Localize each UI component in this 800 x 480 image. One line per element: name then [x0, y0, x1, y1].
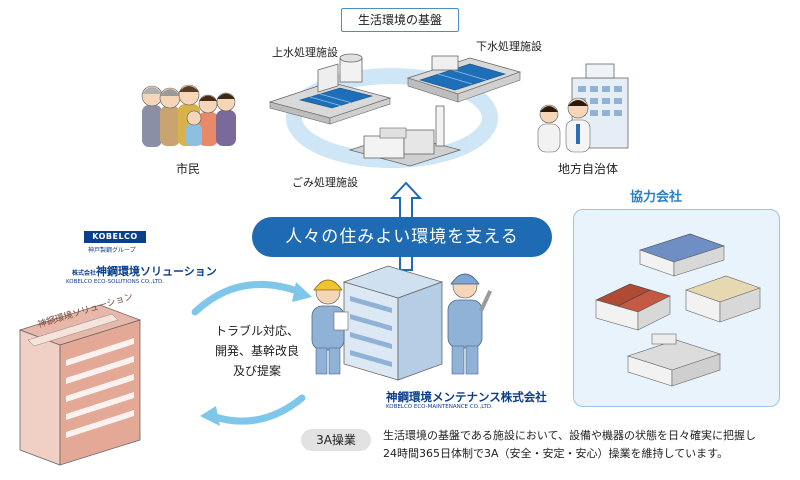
partner-companies-title: 協力会社 — [630, 190, 683, 205]
3a-operation-tag: 3A操業 — [301, 429, 371, 451]
kobelco-logo: KOBELCO — [84, 231, 146, 243]
partner-factory-3-illustration — [685, 275, 761, 323]
support-line-3: 及び提案 — [232, 364, 281, 378]
eco-solutions-building-illustration — [18, 304, 142, 466]
eco-solutions-name-text: 神鋼環境ソリューション — [96, 265, 217, 278]
partner-factory-4-illustration — [627, 333, 721, 387]
eco-solutions-english-name: KOBELCO ECO-SOLUTIONS CO.,LTD. — [66, 279, 165, 285]
water-supply-plant-illustration — [268, 53, 392, 125]
cycle-arrows — [191, 280, 312, 426]
kobelco-group-text: 神戸製鋼グループ — [88, 247, 136, 254]
operation-description: 生活環境の基盤である施設において、設備や機器の状態を日々確実に把握し 24時間3… — [383, 427, 795, 463]
sewage-plant-illustration — [406, 55, 522, 103]
sewage-label: 下水処理施設 — [476, 40, 542, 53]
living-foundation-title: 生活環境の基盤 — [341, 8, 459, 32]
maintenance-company-english-name: KOBELCO ECO-MAINTENANCE CO.,LTD. — [386, 404, 493, 410]
partner-factory-2-illustration — [595, 283, 671, 331]
worker-right-illustration — [447, 273, 493, 375]
support-line-1: トラブル対応、 — [214, 324, 299, 338]
description-line-1: 生活環境の基盤である施設において、設備や機器の状態を日々確実に把握し — [383, 429, 757, 442]
company-type-prefix: 株式会社 — [72, 270, 97, 277]
mission-banner: 人々の住みよい環境を支える — [252, 217, 552, 257]
waste-plant-illustration — [348, 105, 462, 167]
support-line-2: 開発、基幹改良 — [214, 344, 299, 358]
local-government-label: 地方自治体 — [558, 162, 619, 176]
maintenance-company-name: 神鋼環境メンテナンス株式会社 — [386, 390, 547, 404]
waste-label: ごみ処理施設 — [292, 176, 358, 189]
water-supply-label: 上水処理施設 — [272, 46, 338, 59]
support-activities-text: トラブル対応、 開発、基幹改良 及び提案 — [209, 321, 305, 381]
local-government-illustration — [537, 63, 629, 153]
worker-left-illustration — [311, 279, 349, 375]
citizens-illustration — [141, 84, 236, 147]
partner-factory-1-illustration — [639, 233, 725, 277]
eco-solutions-company-name: 株式会社神鋼環境ソリューション — [72, 263, 217, 279]
description-line-2: 24時間365日体制で3A（安全・安定・安心）操業を維持しています。 — [383, 447, 729, 460]
citizens-label: 市民 — [176, 162, 201, 176]
maintenance-building-illustration — [342, 265, 444, 381]
